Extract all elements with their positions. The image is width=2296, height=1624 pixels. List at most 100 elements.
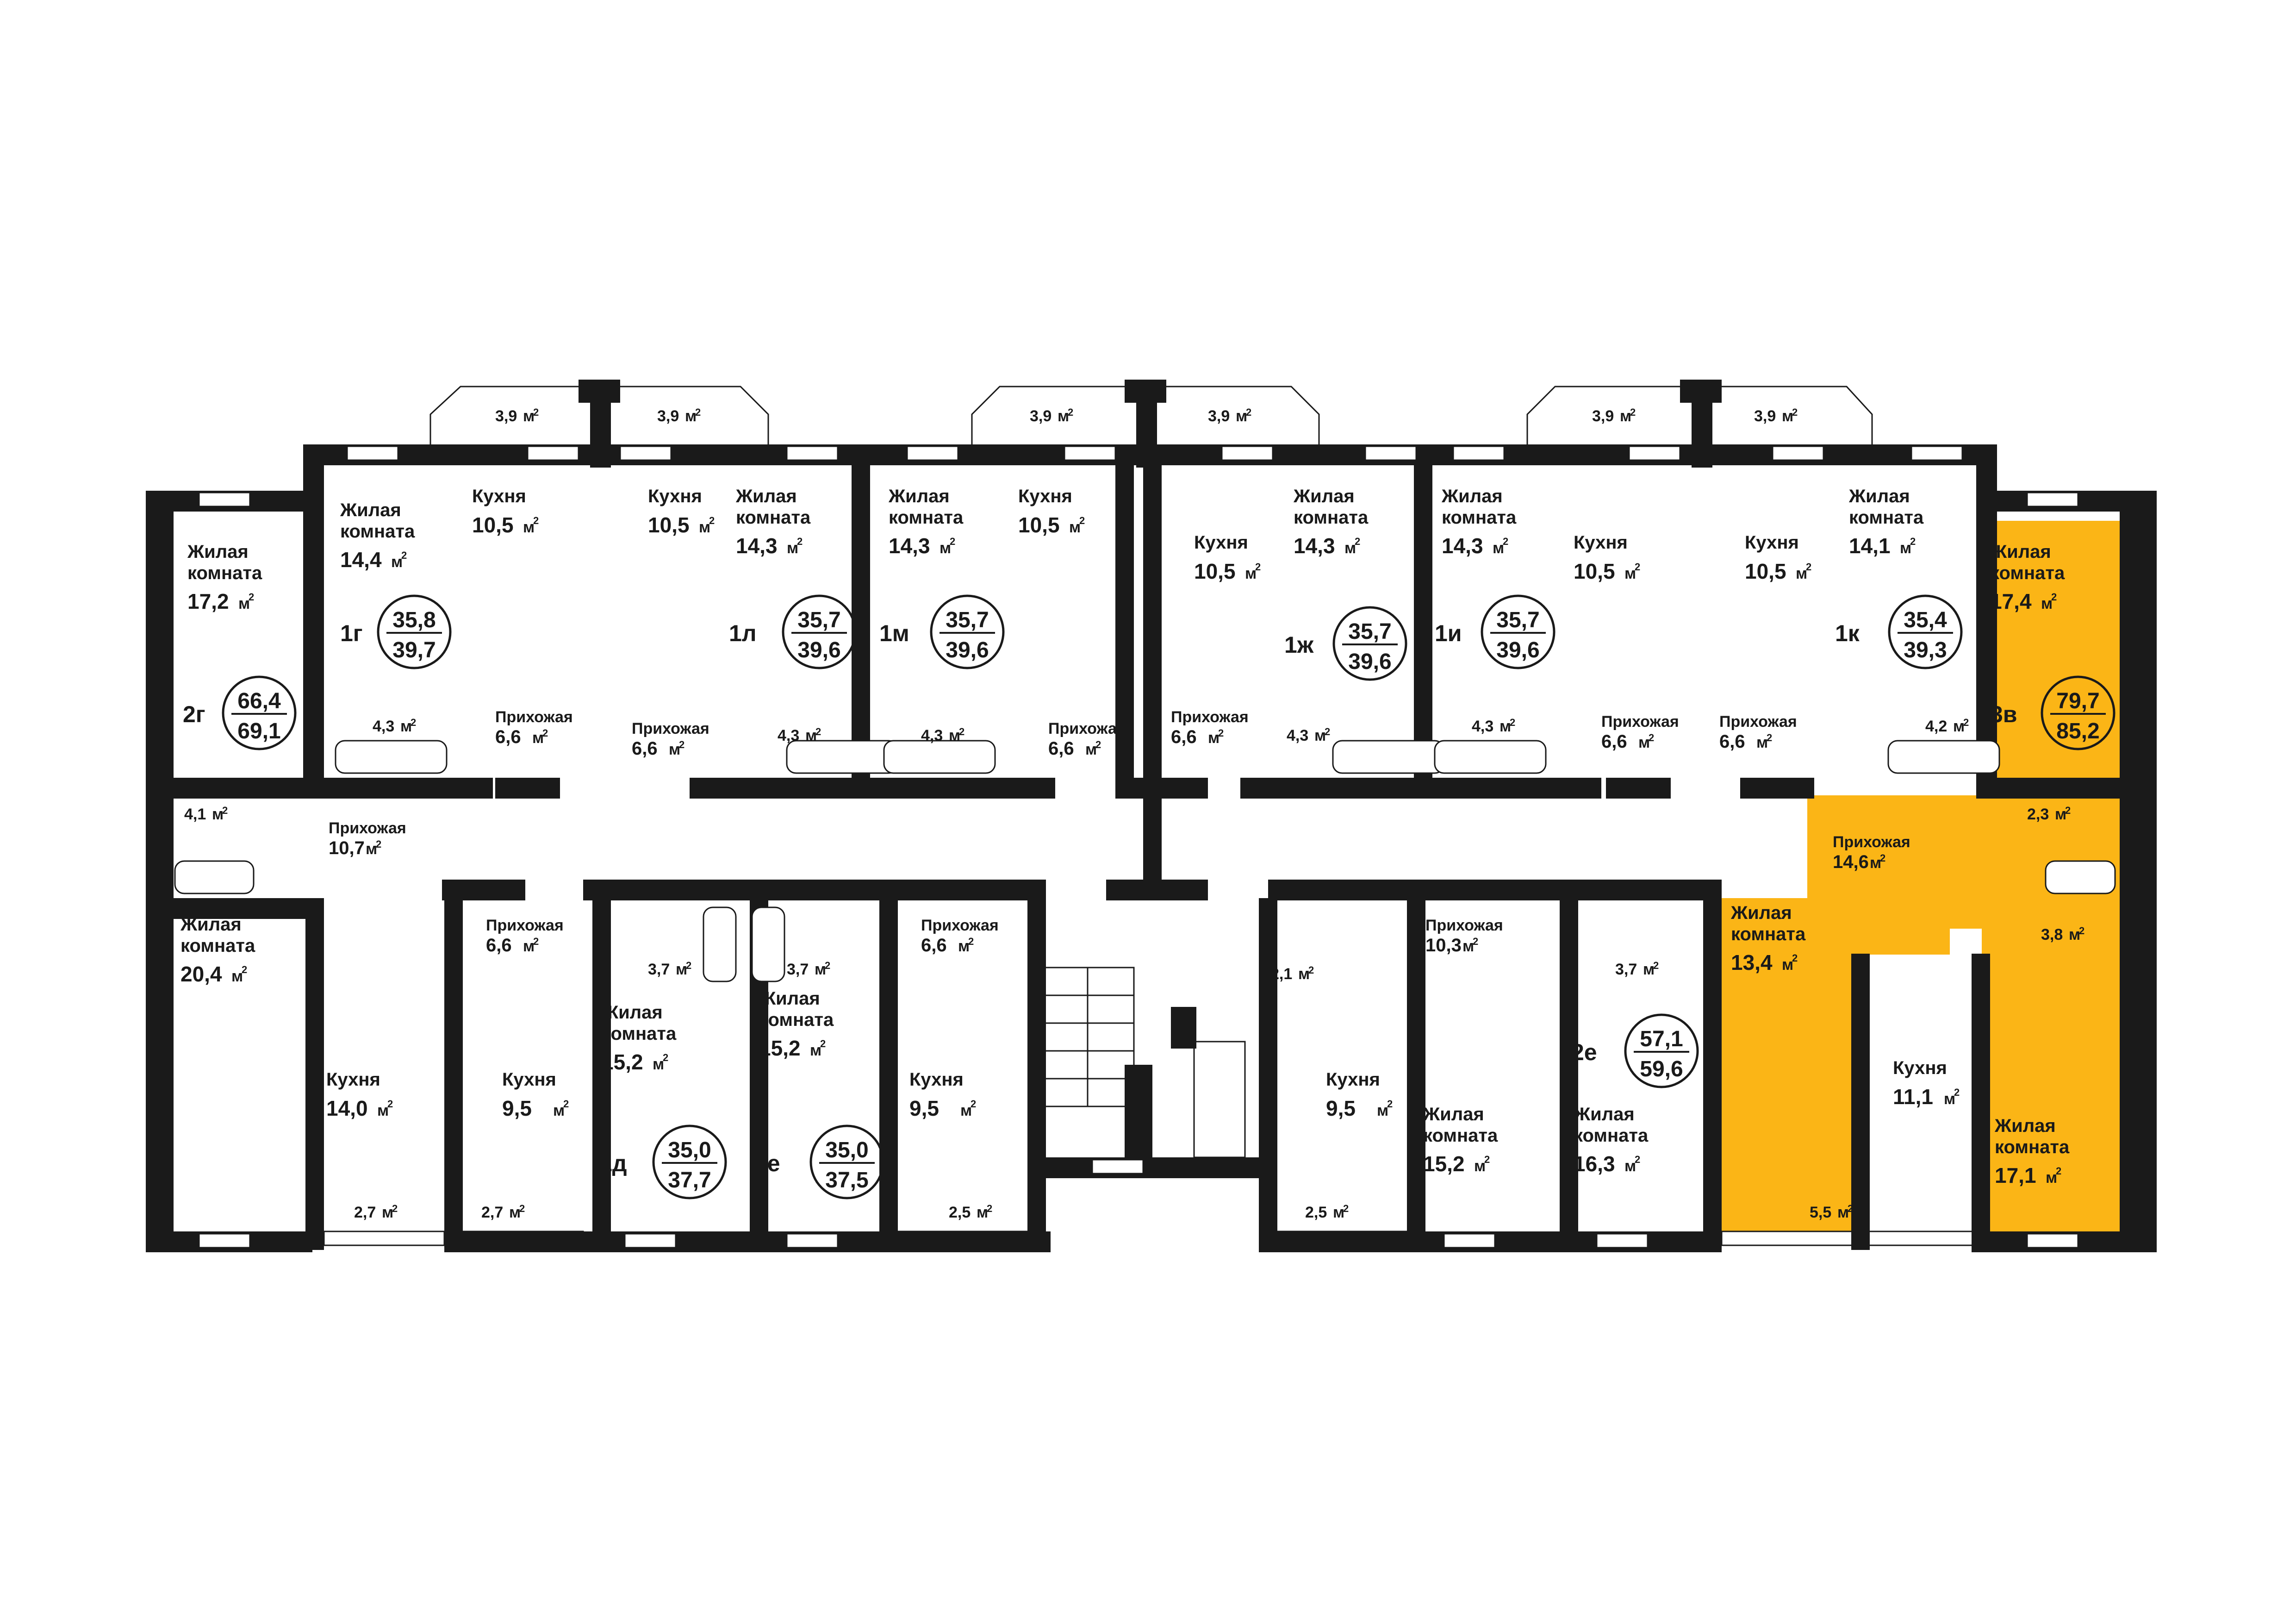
- room-area: 11,1: [1893, 1085, 1933, 1109]
- small-area: 2,5: [1305, 1204, 1327, 1221]
- room-label-living-2: комната: [1849, 507, 1924, 528]
- unit-sq: 2: [709, 515, 715, 526]
- unit-sq: 2: [1963, 717, 1969, 728]
- room-label-hall: Прихожая: [329, 819, 406, 837]
- apartment-area-badge: [2041, 675, 2116, 750]
- room-label-hall: Прихожая: [1719, 713, 1797, 731]
- unit-sq: 2: [1635, 1154, 1640, 1165]
- unit-label: м: [1333, 1204, 1344, 1221]
- room-label-kitchen: Кухня: [1326, 1069, 1380, 1090]
- unit-label: м: [1796, 565, 1807, 582]
- unit-sq: 2: [1630, 406, 1636, 418]
- unit-label: м: [960, 1102, 972, 1119]
- unit-label: м: [1474, 1157, 1486, 1175]
- apartment-total-area: 59,6: [1640, 1057, 1683, 1081]
- apartment-number: 1д: [599, 1150, 627, 1176]
- unit-label: м: [366, 840, 377, 858]
- room-area: 13,4: [1731, 950, 1773, 974]
- unit-label: м: [1085, 741, 1097, 758]
- room-area: 6,6: [1048, 738, 1074, 759]
- unit-label: м: [400, 718, 412, 735]
- unit-sq: 2: [533, 936, 539, 947]
- unit-sq: 2: [1246, 406, 1251, 418]
- apartment-number: 1е: [754, 1150, 780, 1176]
- unit-label: м: [1782, 407, 1793, 425]
- room-label-living-2: комната: [1442, 507, 1517, 528]
- small-area: 4,3: [921, 727, 943, 744]
- unit-sq: 2: [1848, 1203, 1853, 1214]
- small-area: 2,1: [1270, 965, 1292, 983]
- room-label-living-2: комната: [736, 507, 811, 528]
- unit-label: м: [553, 1102, 565, 1119]
- room-label-hall: Прихожая: [632, 720, 709, 737]
- unit-sq: 2: [1387, 1098, 1393, 1110]
- room-label-hall: Прихожая: [1171, 708, 1249, 726]
- apartment-living-area: 35,7: [1496, 608, 1539, 632]
- unit-label: м: [2041, 595, 2053, 612]
- apartment-total-area: 39,3: [1904, 638, 1947, 662]
- unit-label: м: [1208, 729, 1220, 747]
- unit-sq: 2: [825, 960, 830, 971]
- room-area: 16,3: [1574, 1152, 1615, 1176]
- room-label-kitchen: Кухня: [1574, 532, 1628, 553]
- room-label-living: Жилая: [1293, 486, 1355, 506]
- unit-label: м: [1069, 518, 1081, 536]
- unit-label: м: [653, 1056, 664, 1073]
- room-label-living-2: комната: [1574, 1125, 1649, 1146]
- unit-label: м: [949, 727, 960, 744]
- apartment-living-area: 35,4: [1904, 608, 1947, 632]
- apartment-number: 2е: [1571, 1039, 1597, 1065]
- unit-sq: 2: [1880, 852, 1885, 864]
- room-label-living: Жилая: [180, 914, 242, 935]
- unit-label: м: [1638, 734, 1650, 751]
- apartment-total-area: 37,7: [668, 1168, 711, 1193]
- unit-sq: 2: [950, 536, 955, 547]
- room-label-living: Жилая: [1441, 486, 1503, 506]
- unit-sq: 2: [1792, 952, 1798, 964]
- room-area: 6,6: [632, 738, 658, 759]
- room-area: 17,4: [1990, 589, 2032, 613]
- apartment-living-area: 57,1: [1640, 1027, 1683, 1051]
- unit-label: м: [1493, 539, 1504, 557]
- apartment-living-area: 35,7: [946, 608, 989, 632]
- unit-label: м: [523, 407, 535, 425]
- small-area: 4,3: [373, 718, 394, 735]
- small-area: 3,7: [787, 961, 809, 978]
- unit-label: м: [1837, 1204, 1849, 1221]
- unit-sq: 2: [533, 406, 539, 418]
- room-label-living-2: комната: [1423, 1125, 1498, 1146]
- room-label-living: Жилая: [601, 1002, 663, 1023]
- small-area: 2,5: [949, 1204, 971, 1221]
- apartment-number: 1м: [879, 620, 909, 646]
- unit-sq: 2: [679, 739, 684, 750]
- apartment-total-area: 39,6: [797, 638, 840, 662]
- unit-label: м: [2069, 926, 2080, 943]
- unit-label: м: [231, 968, 243, 985]
- unit-sq: 2: [815, 726, 821, 737]
- apartment-area-badge: [782, 594, 857, 669]
- apartment-total-area: 39,6: [1496, 638, 1539, 662]
- apartment-area-badge: [1624, 1013, 1699, 1088]
- apartment-living-area: 35,7: [797, 608, 840, 632]
- apartment-living-area: 35,8: [392, 608, 436, 632]
- apartment-living-area: 35,7: [1348, 619, 1391, 644]
- unit-sq: 2: [392, 1203, 398, 1214]
- unit-sq: 2: [797, 536, 803, 547]
- room-area: 6,6: [486, 935, 512, 956]
- unit-sq: 2: [1325, 726, 1330, 737]
- windows: [198, 445, 2079, 1249]
- small-area: 2,3: [2027, 806, 2049, 823]
- unit-label: м: [1462, 937, 1474, 955]
- apartment-area-badge: [652, 1124, 727, 1199]
- unit-sq: 2: [519, 1203, 525, 1214]
- room-label-hall: Прихожая: [1048, 720, 1126, 737]
- apartment-number: 3в: [1990, 701, 2017, 727]
- unit-label: м: [1500, 718, 1511, 735]
- small-area: 3,7: [648, 961, 670, 978]
- room-area: 6,6: [1601, 731, 1627, 752]
- unit-sq: 2: [968, 936, 974, 947]
- room-label-kitchen: Кухня: [909, 1069, 964, 1090]
- unit-label: м: [1953, 718, 1965, 735]
- room-label-living: Жилая: [1573, 1104, 1635, 1124]
